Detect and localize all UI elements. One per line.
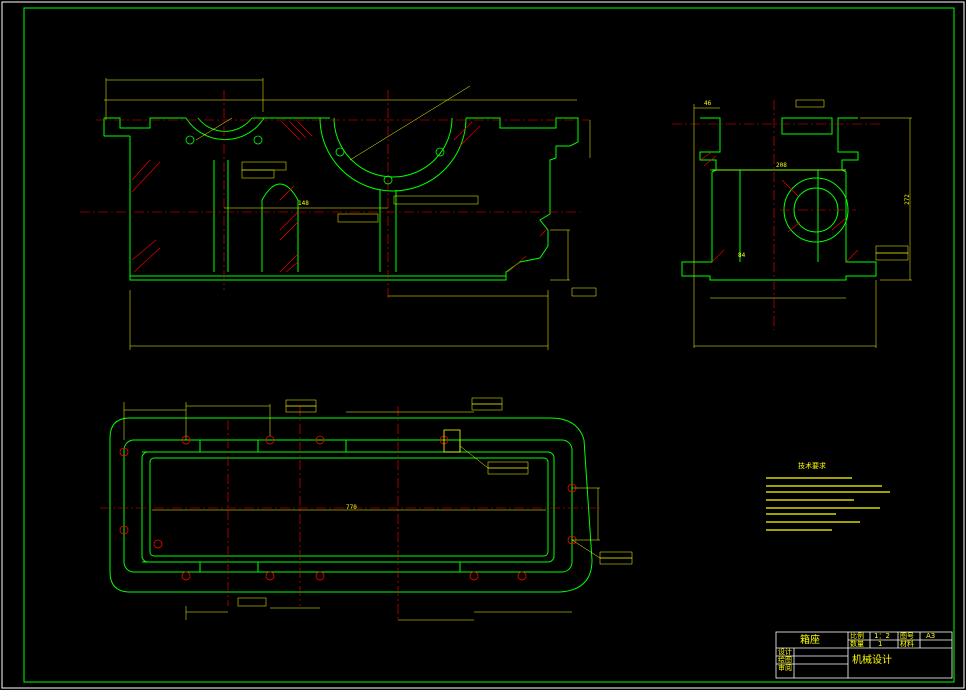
- dim-side-top-width: 46: [704, 100, 712, 107]
- title-qty-value: 1: [878, 640, 883, 648]
- dim-side-base: 84: [738, 252, 746, 259]
- front-view: [80, 78, 597, 350]
- title-designer-label: 设计: [778, 648, 792, 656]
- dim-plan-length: 770: [346, 504, 357, 511]
- title-drafter-label: 绘图: [778, 656, 792, 664]
- dim-side-width: 208: [776, 162, 787, 169]
- tech-requirements-title: 技术要求: [798, 462, 826, 470]
- side-view: [672, 99, 912, 348]
- title-scale-label: 比例: [850, 632, 864, 640]
- title-block-grid: [775, 631, 953, 679]
- title-school: 机械设计: [852, 655, 892, 666]
- title-drawing-no-label: 图号: [900, 632, 914, 640]
- title-material-label: 材料: [900, 640, 914, 648]
- tech-requirements-lines: [766, 477, 890, 531]
- plan-view: [100, 397, 633, 621]
- title-qty-label: 数量: [850, 640, 864, 648]
- dim-side-height: 272: [903, 194, 911, 205]
- title-part-name: 箱座: [800, 635, 820, 646]
- title-scale-value: 1：2: [874, 632, 890, 640]
- dim-front-148: 148: [298, 200, 309, 207]
- inner-frame: [23, 7, 955, 683]
- title-sheet-size: A3: [926, 632, 936, 640]
- title-reviewer-label: 审阅: [778, 664, 792, 672]
